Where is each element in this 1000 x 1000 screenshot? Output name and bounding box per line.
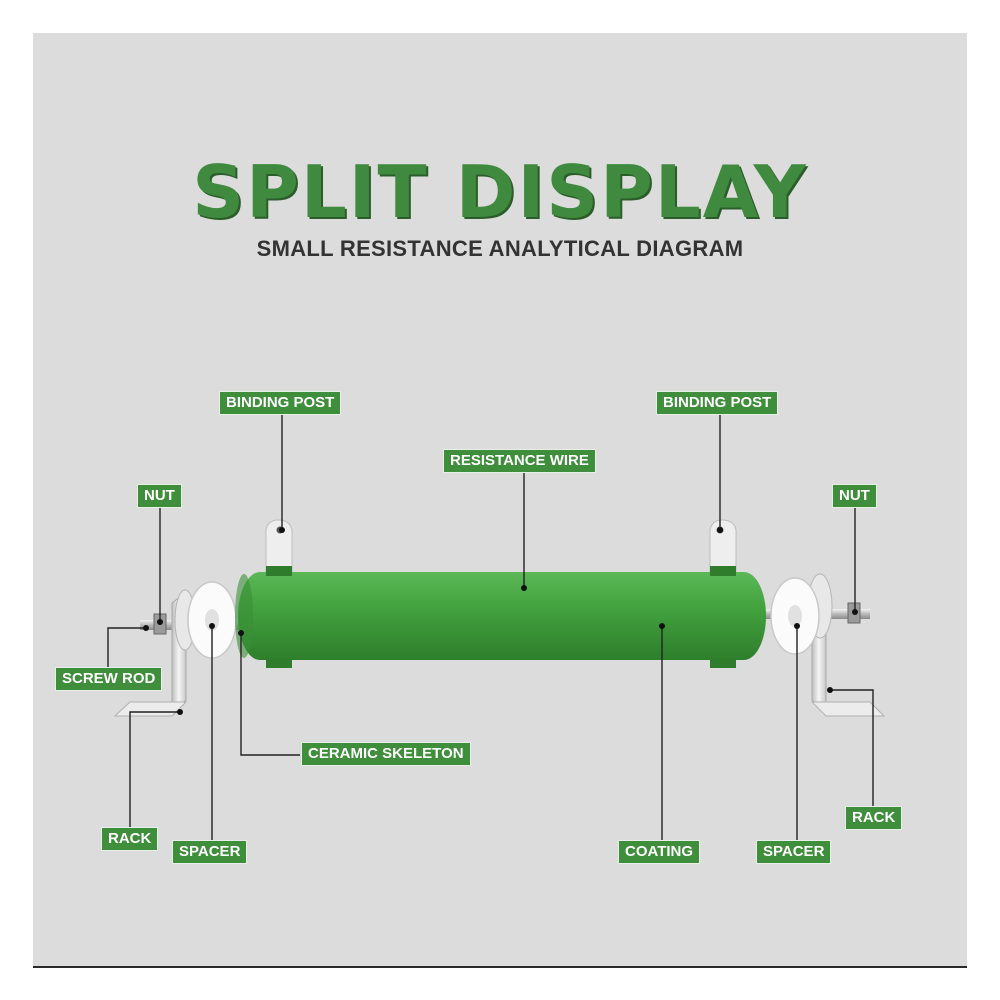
label-ceramic-skeleton: CERAMIC SKELETON [301,742,471,766]
label-binding-post-left: BINDING POST [219,391,342,415]
page-title: SPLIT DISPLAY [192,150,808,234]
label-rack-right: RACK [845,806,903,830]
leader-ceramic-skeleton [240,633,300,756]
label-rack-left: RACK [101,827,159,851]
label-coating: COATING [618,840,701,864]
label-resistance-wire: RESISTANCE WIRE [443,449,596,473]
label-nut-right: NUT [832,484,877,508]
background-panel [33,33,967,967]
leader-rack-left [129,711,180,828]
binding-post-right [709,519,737,573]
rack-left [113,589,196,717]
label-binding-post-right: BINDING POST [656,391,779,415]
leader-dots [143,527,858,715]
label-screw-rod: SCREW ROD [55,667,163,691]
resistor-tube [235,566,766,668]
spacer-right [770,577,820,655]
bottom-divider [33,966,967,968]
leader-screw-rod [107,627,146,667]
label-spacer-left: SPACER [172,840,248,864]
page-subtitle: SMALL RESISTANCE ANALYTICAL DIAGRAM [256,236,744,261]
label-nut-left: NUT [137,484,182,508]
binding-post-left [265,519,293,573]
leader-rack-right [830,689,874,806]
label-spacer-right: SPACER [756,840,832,864]
leader-lines [107,415,874,840]
